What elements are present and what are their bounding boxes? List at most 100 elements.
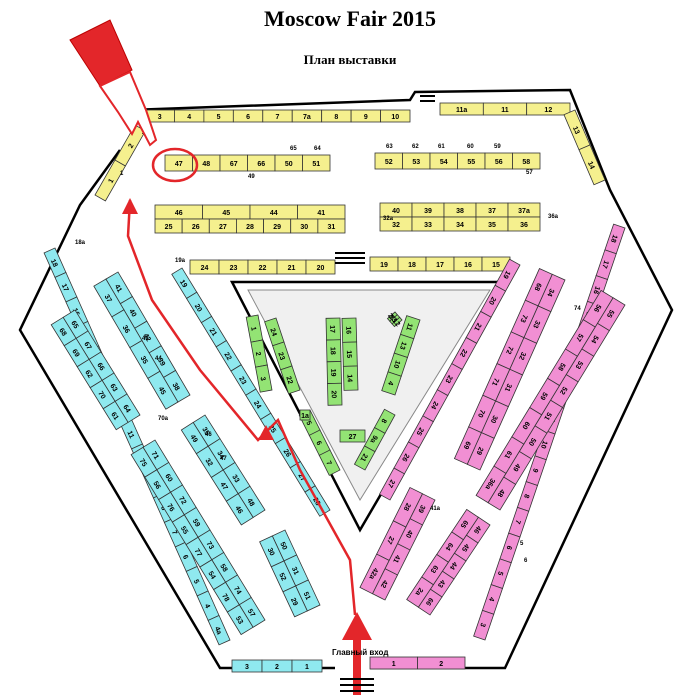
route-arrow-icon [122, 198, 274, 440]
booth-number: 30 [300, 224, 308, 231]
booth: 1 [245, 314, 264, 343]
map-label: 6 [524, 558, 528, 564]
booth-number: 47 [218, 481, 228, 491]
booth-number: 35 [139, 355, 149, 365]
booth-number: 58 [218, 563, 228, 573]
booth: 46 [154, 204, 203, 220]
booth-number: 16 [591, 285, 600, 295]
booth: 30 [290, 218, 319, 234]
booth-number: 27 [386, 478, 396, 488]
booth-number: 22 [222, 351, 232, 361]
booth-number: 52 [277, 572, 287, 582]
booth-number: 57 [574, 332, 584, 342]
booth-number: 46 [233, 505, 243, 515]
booth: 21 [200, 315, 227, 348]
map-label: 43 [142, 336, 149, 342]
booth-number: 7a [303, 114, 311, 121]
booth-number: 32 [517, 351, 527, 361]
booth-number: 53 [234, 615, 244, 625]
booth-number: 69 [462, 440, 472, 450]
booth-number: 66 [95, 362, 105, 372]
booth-number: 23 [443, 374, 453, 384]
booth: 19 [326, 361, 342, 384]
booth-number: 39 [156, 357, 166, 367]
map-label: 44 [155, 356, 162, 362]
inner-triangle-inner [247, 289, 491, 502]
booth-number: 20 [193, 303, 203, 313]
booth: 61 [102, 400, 129, 431]
booth-number: 75 [138, 458, 148, 468]
booth-number: 18 [329, 347, 336, 355]
booth-number: 41 [317, 210, 325, 217]
booth: 47 [164, 154, 193, 172]
map-label: 18a [75, 240, 86, 246]
booth-number: 50 [278, 541, 288, 551]
booth-number: 57 [246, 608, 256, 618]
booth-number: 29 [474, 446, 484, 456]
booth-number: 10 [391, 114, 399, 121]
booth-number: 54 [206, 570, 216, 580]
booth-number: 31 [328, 224, 336, 231]
booth-number: 8 [334, 114, 338, 121]
map-label: 63 [386, 144, 393, 150]
booth-number: 8 [159, 505, 167, 512]
booth: 16 [453, 256, 483, 272]
booth-number: 4 [187, 114, 191, 121]
map-label: 59 [494, 144, 501, 150]
booth-number: 17 [328, 325, 335, 333]
booth: 29 [263, 218, 292, 234]
map-label: 74 [574, 306, 581, 312]
booth: 16 [341, 317, 358, 343]
booth: 36a [475, 465, 507, 504]
booth: 27 [378, 467, 405, 501]
booth-number: 73 [205, 541, 215, 551]
booth: 27 [339, 429, 366, 443]
map-label: 36a [548, 214, 559, 220]
booth-number: 58 [556, 361, 566, 371]
booth: 56 [484, 152, 513, 170]
booth-number: 5 [304, 420, 312, 427]
booth: 18 [326, 339, 342, 363]
booth-number: 11 [404, 322, 413, 331]
booth: 14 [342, 365, 359, 391]
booth-number: 9a [368, 434, 378, 444]
booth: 55 [457, 152, 486, 170]
booth-number: 60 [520, 420, 530, 430]
booth-number: 54 [589, 334, 599, 344]
booth: 18 [397, 256, 427, 272]
booth-number: 40 [404, 529, 414, 539]
booth-number: 53 [412, 159, 420, 166]
booth: 14 [578, 144, 606, 186]
booth: 5 [203, 109, 234, 123]
booth-number: 13 [571, 125, 581, 135]
booth-number: 30 [266, 547, 276, 557]
booth-number: 28 [402, 502, 412, 512]
booth-number: 21 [288, 265, 296, 272]
booth-number: 11 [501, 107, 509, 114]
booth-number: 44 [448, 560, 458, 570]
booth: 24 [245, 388, 272, 421]
booth-number: 24 [268, 328, 277, 338]
booth: 3 [231, 659, 263, 673]
booth-number: 24 [201, 265, 209, 272]
map-label: 61 [438, 144, 445, 150]
booth-number: 63 [108, 383, 118, 393]
booth-number: 68 [57, 327, 67, 337]
page-subtitle: План выставки [303, 52, 397, 67]
booth-number: 71 [150, 451, 160, 461]
booth-number: 19 [329, 369, 336, 377]
map-label: 49 [248, 174, 255, 180]
booth-number: 5 [496, 570, 504, 576]
booth: 7 [318, 449, 341, 476]
booth: 22 [215, 340, 242, 372]
booth-number: 35 [200, 426, 210, 436]
booth: 50 [274, 154, 303, 172]
booth-number: 22 [458, 348, 468, 358]
booth: 1 [369, 656, 418, 670]
booth: 23 [230, 364, 257, 396]
booth-number: 5 [192, 579, 200, 586]
booth: 2a [406, 576, 434, 608]
booth: 27 [208, 218, 237, 234]
booth-number: 7 [170, 530, 178, 537]
